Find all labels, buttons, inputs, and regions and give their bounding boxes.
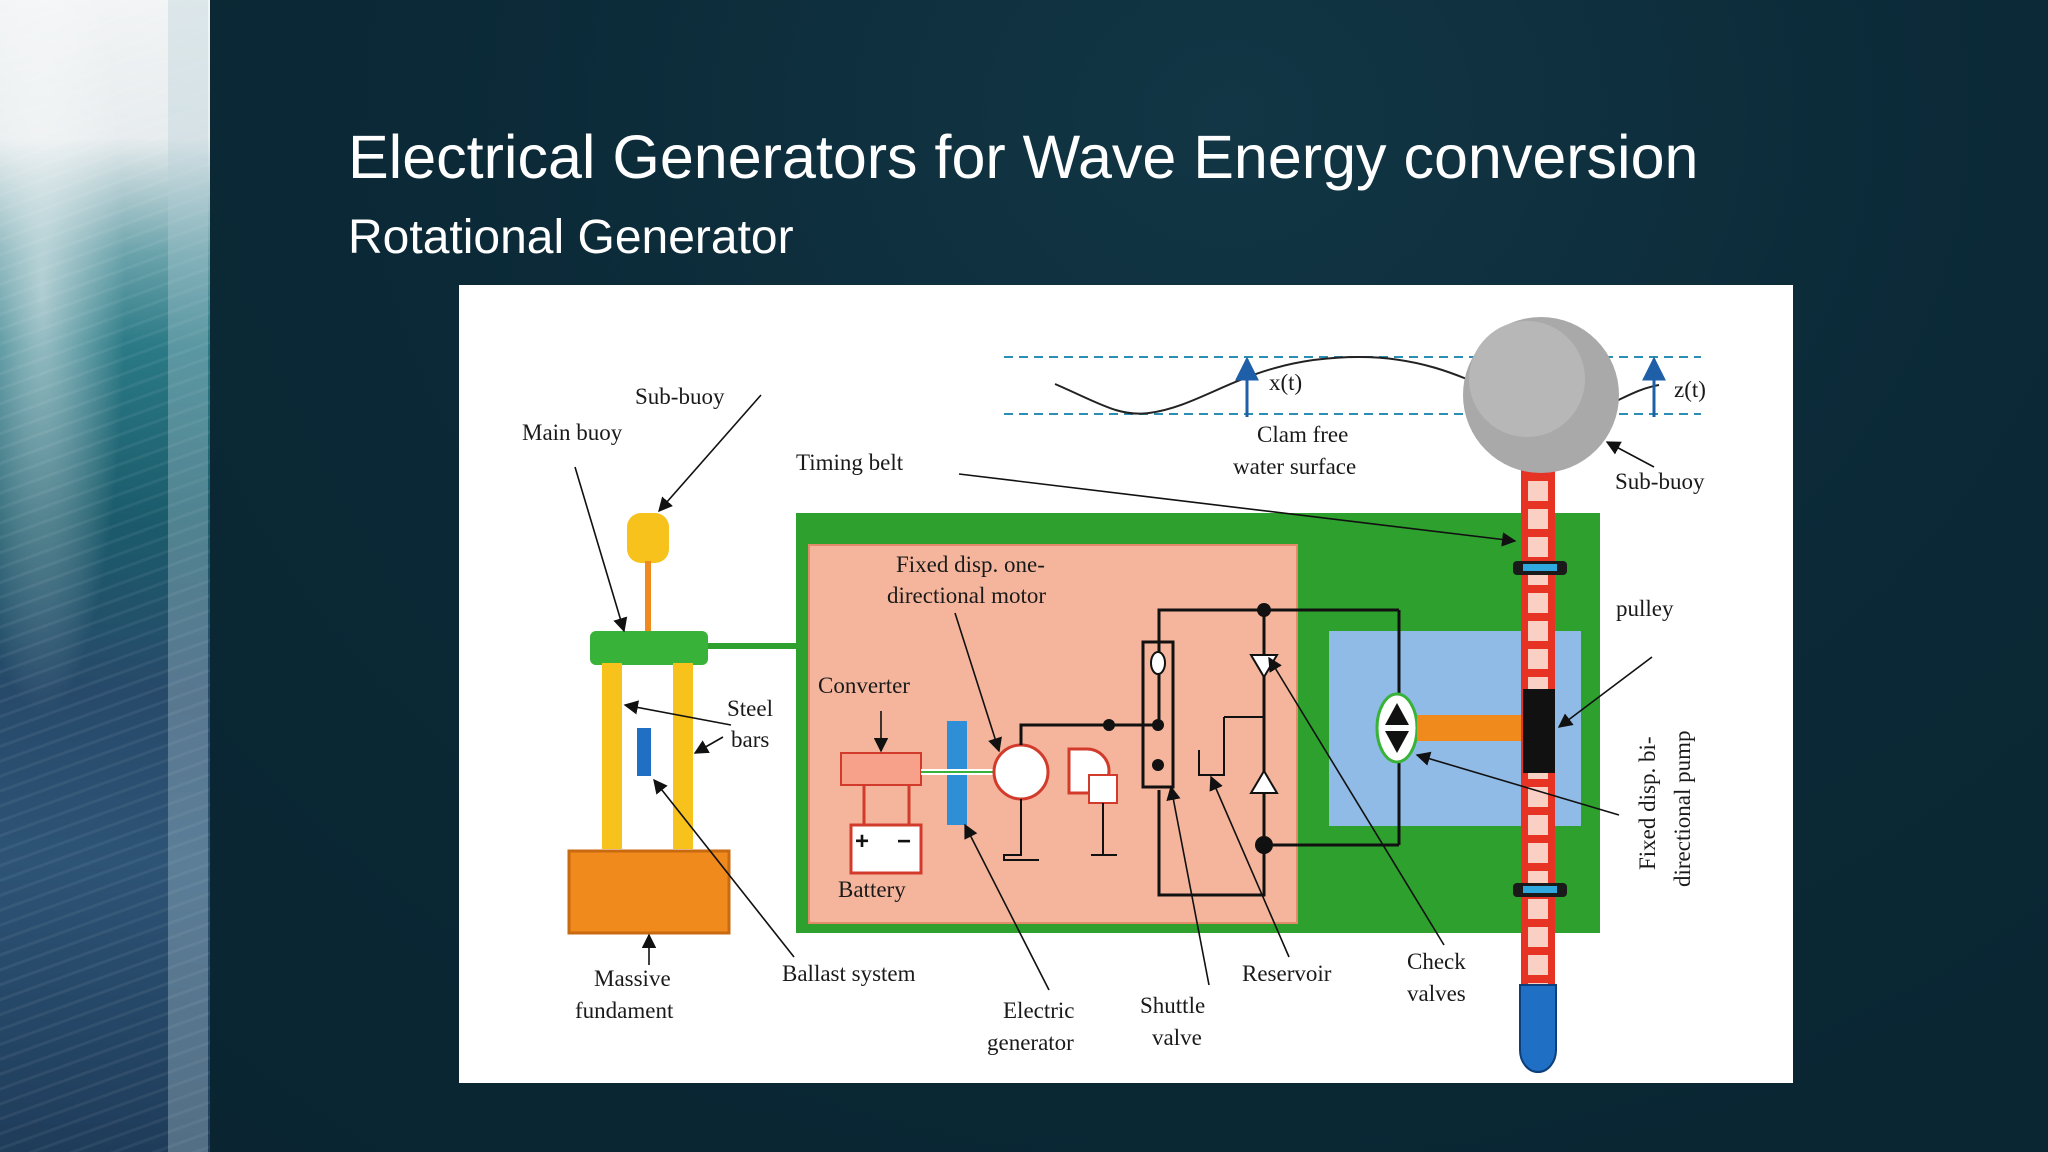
shuttle-node-a bbox=[1152, 719, 1164, 731]
relief-drain bbox=[1091, 803, 1117, 856]
slide-title: Electrical Generators for Wave Energy co… bbox=[348, 123, 1699, 191]
label-check-2: valves bbox=[1407, 981, 1466, 1006]
reservoir-tank bbox=[1198, 717, 1225, 776]
pump-piston-rod bbox=[1417, 715, 1522, 741]
leader-motor bbox=[954, 612, 1002, 753]
shuttle-node-b bbox=[1152, 759, 1164, 771]
label-steel-1: Steel bbox=[727, 696, 773, 721]
label-electric-2: generator bbox=[987, 1030, 1074, 1055]
converter-block bbox=[840, 752, 922, 786]
pulley-block bbox=[1523, 689, 1555, 773]
leader-pulley bbox=[1557, 656, 1653, 728]
pump-arrow-down bbox=[1385, 731, 1409, 753]
leader-shuttle-valve bbox=[1166, 785, 1210, 986]
battery-block bbox=[849, 823, 923, 875]
sub-buoy-highlight bbox=[1469, 321, 1585, 437]
label-shuttle-2: valve bbox=[1152, 1025, 1202, 1050]
node-1 bbox=[1257, 603, 1271, 617]
pole-bottom-float bbox=[1519, 984, 1557, 1073]
label-pump-1: Fixed disp. bi- bbox=[1635, 736, 1660, 870]
leader-electric-generator bbox=[964, 823, 1050, 991]
label-z-t: z(t) bbox=[1674, 377, 1706, 402]
ocean-wave-image bbox=[0, 0, 210, 1152]
label-pulley: pulley bbox=[1616, 596, 1674, 621]
slide-subtitle: Rotational Generator bbox=[348, 211, 794, 264]
relief-spring bbox=[1088, 774, 1118, 804]
leader-ballast bbox=[653, 778, 795, 958]
label-shuttle-1: Shuttle bbox=[1140, 993, 1205, 1018]
battery-minus: − bbox=[897, 828, 911, 855]
pump-arrow-up bbox=[1385, 703, 1409, 725]
timing-belt-clamp-top-inner bbox=[1523, 564, 1557, 571]
label-electric-1: Electric bbox=[1003, 998, 1075, 1023]
label-check-1: Check bbox=[1407, 949, 1466, 974]
motor-drain bbox=[1003, 799, 1039, 861]
wave-energy-diagram: + − bbox=[459, 285, 1793, 1083]
label-pump-2: directional pump bbox=[1670, 731, 1695, 888]
battery-plus: + bbox=[855, 828, 869, 855]
leader-sub-buoy-right bbox=[1605, 441, 1655, 468]
label-calm-water-2: water surface bbox=[1233, 454, 1356, 479]
leader-sub-buoy-left bbox=[658, 394, 762, 513]
leader-check-valves bbox=[1268, 656, 1445, 946]
check-valve-bottom bbox=[1249, 769, 1279, 794]
leader-steel-bars-b bbox=[693, 736, 724, 754]
leader-timing-belt bbox=[958, 473, 1517, 547]
shuttle-valve bbox=[1141, 640, 1175, 789]
connector-rod bbox=[707, 643, 799, 649]
ballast-weight bbox=[637, 728, 651, 776]
hydraulic-motor bbox=[992, 743, 1050, 801]
shuttle-ball bbox=[1150, 651, 1166, 675]
node-2 bbox=[1255, 836, 1273, 854]
diagram-svg: + − bbox=[522, 317, 1706, 1073]
label-calm-water-1: Clam free bbox=[1257, 422, 1348, 447]
label-sub-buoy-right: Sub-buoy bbox=[1615, 469, 1705, 494]
node-3 bbox=[1103, 719, 1115, 731]
leader-reservoir bbox=[1209, 775, 1290, 958]
label-battery: Battery bbox=[838, 877, 906, 902]
label-massive-1: Massive bbox=[594, 966, 671, 991]
label-motor-2: directional motor bbox=[887, 583, 1046, 608]
sub-buoy-small bbox=[627, 513, 669, 563]
hydraulic-line-top bbox=[1019, 608, 1266, 897]
timing-belt-clamp-bottom-inner bbox=[1523, 886, 1557, 893]
label-reservoir: Reservoir bbox=[1242, 961, 1332, 986]
label-converter: Converter bbox=[818, 673, 910, 698]
steel-bar-left bbox=[602, 663, 622, 849]
leader-main-buoy bbox=[574, 466, 628, 633]
label-timing-belt: Timing belt bbox=[796, 450, 904, 475]
label-ballast: Ballast system bbox=[782, 961, 916, 986]
buoy-rod bbox=[645, 561, 651, 657]
label-steel-2: bars bbox=[731, 727, 769, 752]
label-sub-buoy-left: Sub-buoy bbox=[635, 384, 725, 409]
massive-fundament-block bbox=[567, 849, 731, 935]
main-buoy bbox=[590, 631, 708, 665]
label-motor-1: Fixed disp. one- bbox=[896, 552, 1045, 577]
label-x-t: x(t) bbox=[1269, 370, 1302, 395]
label-massive-2: fundament bbox=[575, 998, 674, 1023]
label-main-buoy: Main buoy bbox=[522, 420, 623, 445]
steel-bar-right bbox=[673, 663, 693, 849]
leader-steel-bars-a bbox=[623, 700, 732, 726]
decorative-bar bbox=[168, 0, 208, 1152]
leader-pump bbox=[1415, 751, 1620, 816]
